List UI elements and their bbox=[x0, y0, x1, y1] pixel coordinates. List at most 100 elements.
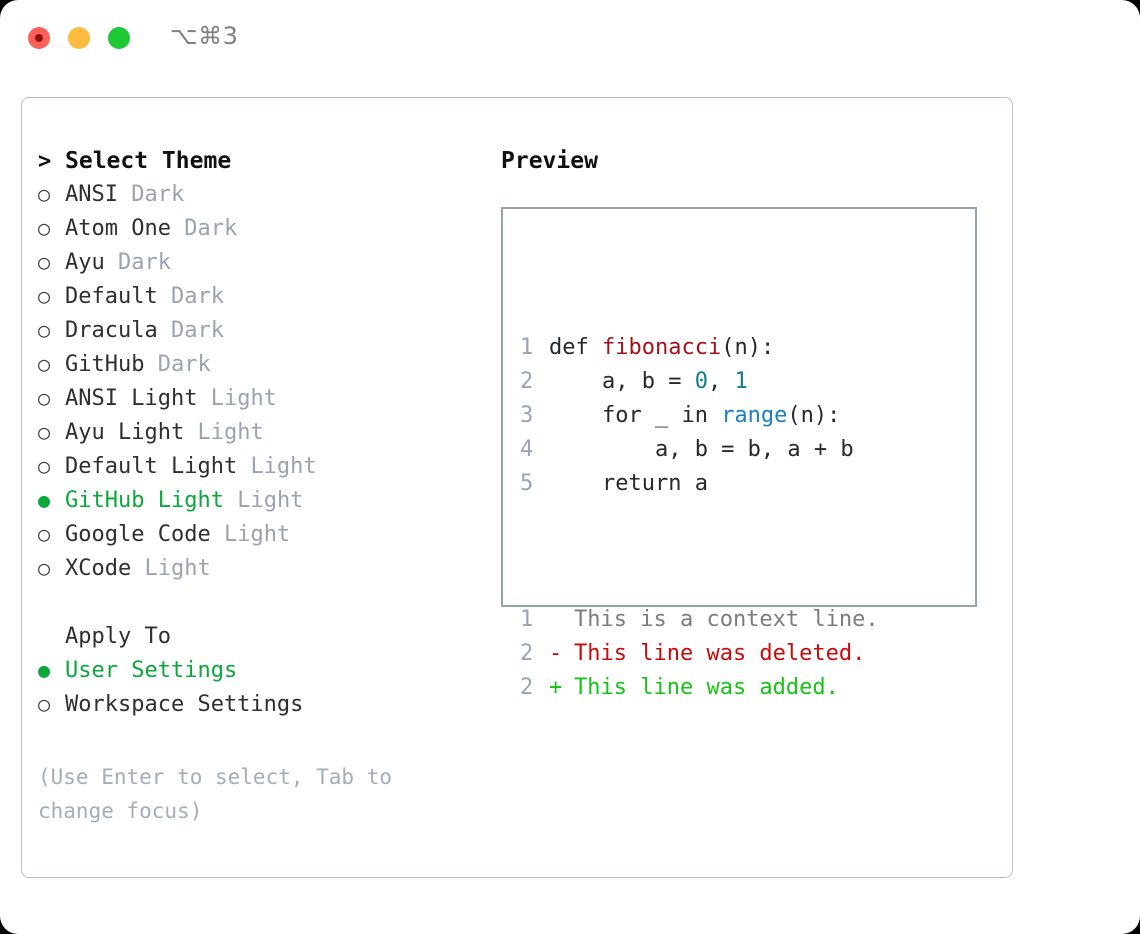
theme-variant-badge: Light bbox=[237, 488, 304, 513]
close-button[interactable] bbox=[28, 27, 50, 49]
code-line-text: a, b = b, a + b bbox=[549, 433, 854, 467]
diff-line-text: This line was deleted. bbox=[574, 641, 866, 666]
code-token-plain: , bbox=[707, 369, 735, 394]
code-line-text: def fibonacci(n): bbox=[549, 331, 774, 365]
theme-variant-badge: Light bbox=[210, 386, 277, 411]
line-number: 1 bbox=[520, 607, 534, 632]
spacer bbox=[171, 216, 184, 241]
theme-name: GitHub Light bbox=[65, 488, 224, 513]
code-token-builtin: range bbox=[721, 403, 788, 428]
radio-selected-icon: ● bbox=[38, 658, 51, 682]
theme-list-item[interactable]: ○Ayu Dark bbox=[38, 250, 478, 284]
theme-selection-column: > Select Theme ○ANSI Dark○Atom One Dark○… bbox=[38, 148, 478, 828]
spacer bbox=[131, 556, 144, 581]
theme-variant-badge: Light bbox=[197, 420, 264, 445]
code-line: 1 def fibonacci(n): bbox=[520, 331, 879, 365]
line-number: 1 bbox=[520, 335, 534, 360]
diff-line: 1 This is a context line. bbox=[520, 603, 879, 637]
code-token-func: fibonacci bbox=[601, 335, 722, 360]
spacer bbox=[237, 454, 250, 479]
theme-variant-badge: Dark bbox=[118, 250, 171, 275]
apply-to-label-row: ○ Apply To bbox=[38, 624, 478, 658]
theme-list-item[interactable]: ○ANSI Dark bbox=[38, 182, 478, 216]
theme-list-item[interactable]: ○XCode Light bbox=[38, 556, 478, 590]
code-token-plain: return a bbox=[549, 471, 708, 496]
code-line-text: return a bbox=[549, 467, 708, 501]
diff-line: 2+This line was added. bbox=[520, 671, 879, 705]
theme-variant-badge: Light bbox=[223, 522, 291, 547]
radio-unselected-icon: ○ bbox=[38, 352, 51, 376]
spacer bbox=[184, 420, 197, 445]
spacer bbox=[158, 318, 171, 343]
theme-name: Google Code bbox=[65, 522, 211, 547]
theme-list-item[interactable]: ○ ANSI Light Light bbox=[38, 386, 478, 420]
radio-unselected-icon: ○ bbox=[38, 556, 51, 580]
theme-name: ANSI Light bbox=[65, 386, 198, 411]
select-theme-heading-label: Select Theme bbox=[65, 148, 232, 174]
spacer bbox=[224, 488, 237, 513]
theme-variant-badge: Dark bbox=[157, 352, 211, 377]
theme-list-item[interactable]: ● GitHub Light Light bbox=[38, 488, 478, 522]
hint-spacer bbox=[38, 726, 478, 760]
prompt-caret-icon: > bbox=[38, 149, 52, 174]
theme-list-item[interactable]: ○ Ayu Light Light bbox=[38, 420, 478, 454]
radio-selected-icon: ● bbox=[38, 488, 51, 512]
theme-variant-badge: Light bbox=[144, 556, 211, 581]
theme-name: Ayu Light bbox=[65, 420, 185, 445]
code-token-plain: (n): bbox=[721, 335, 775, 360]
apply-to-item[interactable]: ● User Settings bbox=[38, 658, 478, 692]
diff-line-text: This is a context line. bbox=[574, 607, 879, 632]
preview-title: Preview bbox=[501, 148, 598, 174]
theme-name: GitHub bbox=[65, 352, 145, 377]
minimize-button[interactable] bbox=[68, 27, 90, 49]
radio-unselected-icon: ○ bbox=[38, 692, 51, 716]
line-number: 2 bbox=[520, 641, 534, 666]
apply-to-marker-placeholder: ○ bbox=[38, 626, 65, 646]
code-line: 4 a, b = b, a + b bbox=[520, 433, 879, 467]
diff-marker-add: + bbox=[549, 675, 563, 700]
radio-unselected-icon: ○ bbox=[38, 522, 51, 546]
spacer bbox=[211, 522, 224, 547]
code-line-text: for _ in range(n): bbox=[549, 399, 840, 433]
radio-unselected-icon: ○ bbox=[38, 182, 51, 206]
code-token-plain: for _ in bbox=[549, 403, 722, 428]
spacer bbox=[158, 284, 171, 309]
code-line-text: a, b = 0, 1 bbox=[549, 365, 748, 399]
theme-list-item[interactable]: ○Dracula Dark bbox=[38, 318, 478, 352]
theme-list: ○ANSI Dark○Atom One Dark○Ayu Dark○Defaul… bbox=[38, 182, 478, 590]
apply-to-item[interactable]: ○Workspace Settings bbox=[38, 692, 478, 726]
theme-list-item[interactable]: ○Default Light Light bbox=[38, 454, 478, 488]
line-number: 3 bbox=[520, 403, 534, 428]
keyboard-hint-text: (Use Enter to select, Tab to change focu… bbox=[38, 765, 393, 823]
list-spacer bbox=[38, 590, 478, 624]
radio-unselected-icon: ○ bbox=[38, 420, 51, 444]
maximize-button[interactable] bbox=[108, 27, 130, 49]
theme-picker-panel: > Select Theme ○ANSI Dark○Atom One Dark○… bbox=[21, 97, 1013, 878]
radio-unselected-icon: ○ bbox=[38, 284, 51, 308]
theme-list-item[interactable]: ○Atom One Dark bbox=[38, 216, 478, 250]
radio-unselected-icon: ○ bbox=[38, 216, 51, 240]
theme-name: Default bbox=[65, 284, 158, 309]
theme-variant-badge: Dark bbox=[170, 284, 224, 309]
radio-unselected-icon: ○ bbox=[38, 386, 51, 410]
code-token-plain: def bbox=[549, 335, 602, 360]
theme-variant-badge: Dark bbox=[170, 318, 224, 343]
diff-marker-ctx bbox=[549, 603, 574, 637]
theme-list-item[interactable]: ○ Google Code Light bbox=[38, 522, 478, 556]
code-line: 2 a, b = 0, 1 bbox=[520, 365, 879, 399]
code-token-num: 0 bbox=[694, 369, 708, 394]
line-number: 5 bbox=[520, 471, 534, 496]
theme-list-item[interactable]: ○ Default Dark bbox=[38, 284, 478, 318]
keyboard-shortcut-label: ⌥⌘3 bbox=[170, 22, 239, 50]
apply-to-name: User Settings bbox=[65, 658, 238, 683]
line-number: 2 bbox=[520, 369, 534, 394]
radio-unselected-icon: ○ bbox=[38, 454, 51, 478]
line-number: 2 bbox=[520, 675, 534, 700]
code-token-plain: a, b = bbox=[549, 369, 695, 394]
theme-variant-badge: Dark bbox=[184, 216, 238, 241]
apply-to-label: Apply To bbox=[65, 624, 171, 649]
theme-list-item[interactable]: ○ GitHub Dark bbox=[38, 352, 478, 386]
